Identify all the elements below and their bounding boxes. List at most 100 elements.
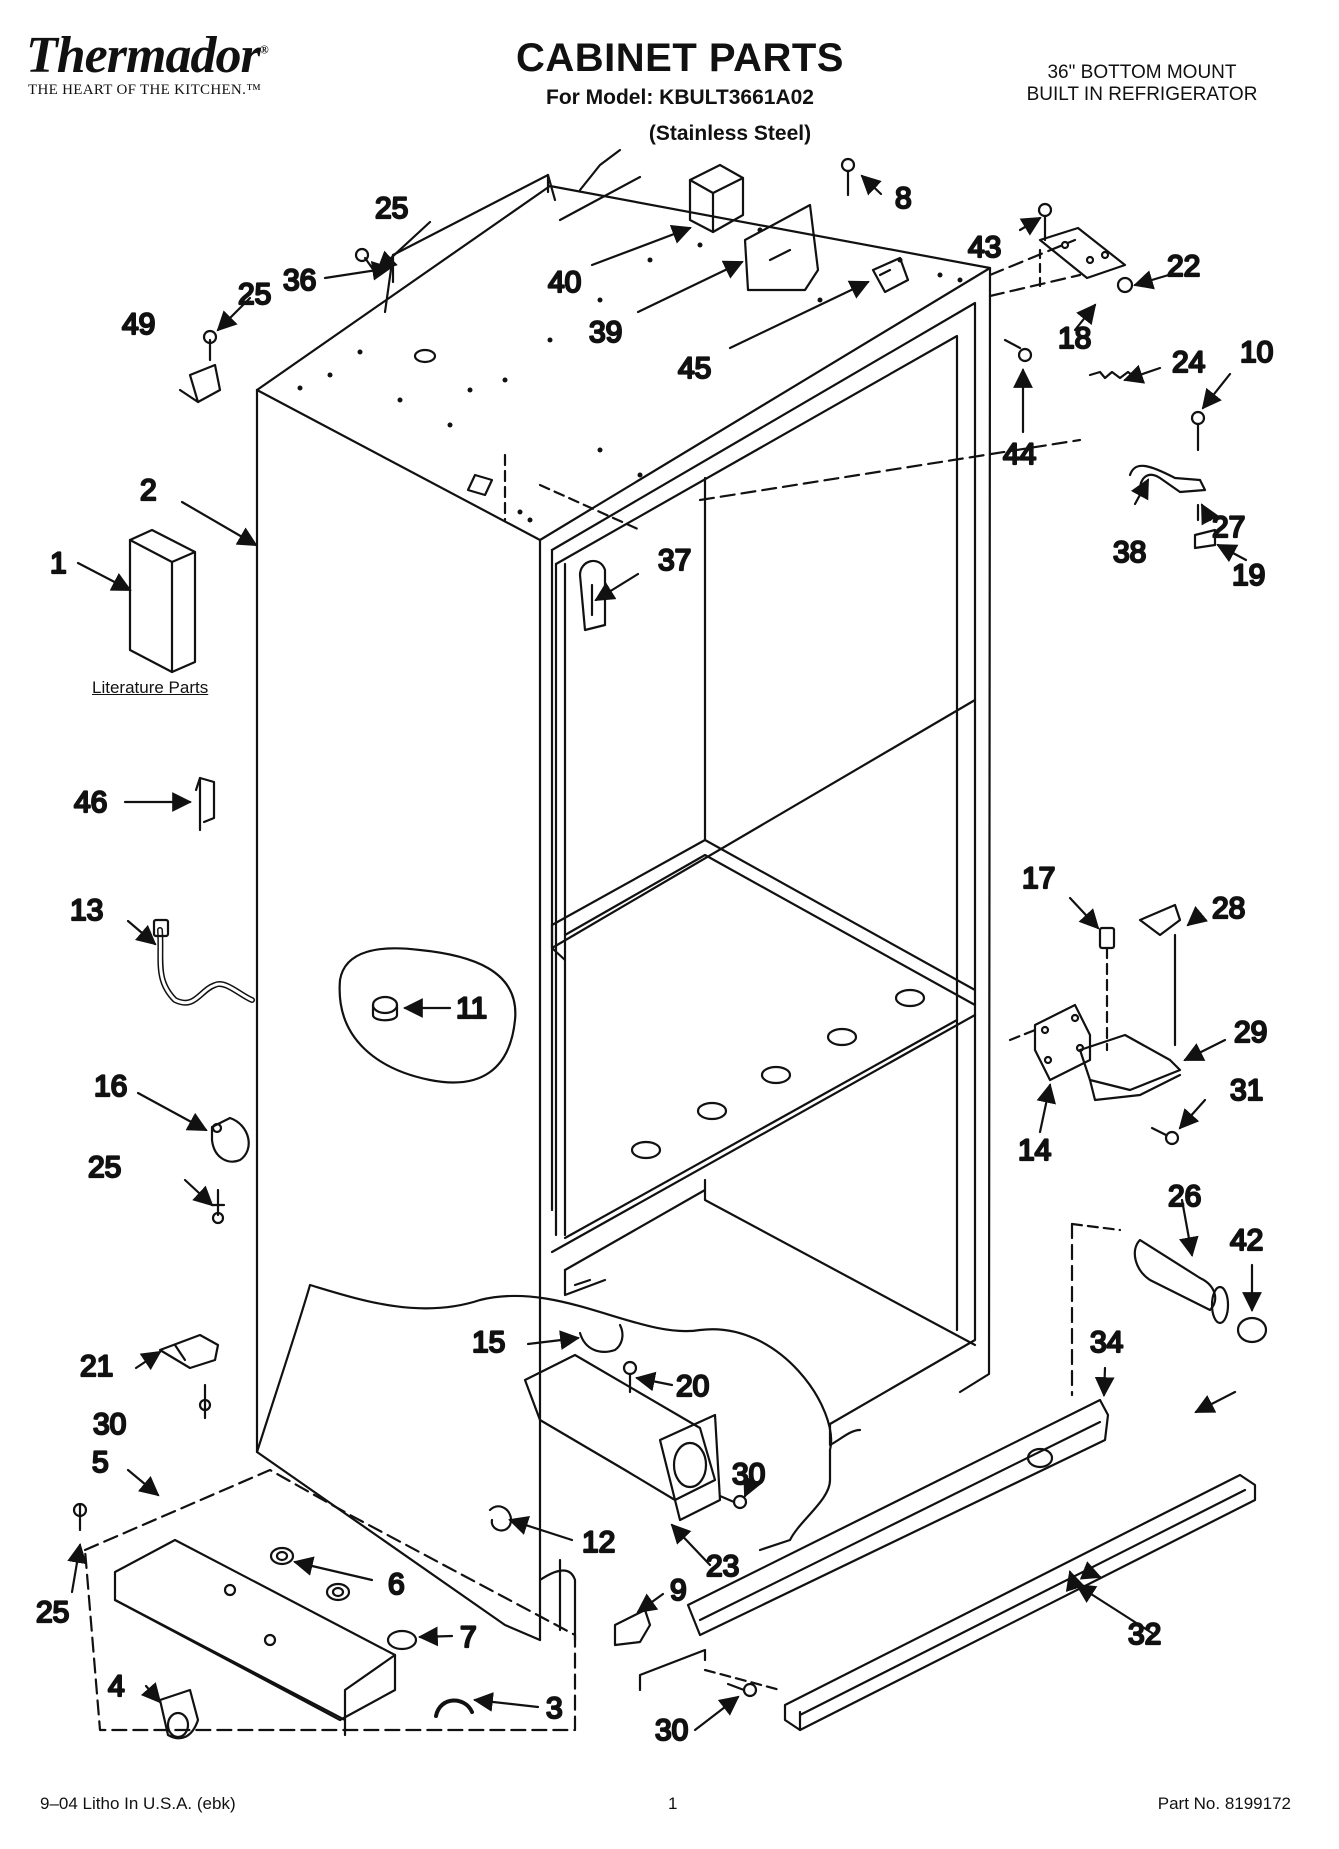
callout-21: 21 <box>80 1350 113 1383</box>
part-4-roller <box>158 1688 200 1740</box>
part-16-clamp <box>210 1116 250 1163</box>
callout-43: 43 <box>968 231 1001 264</box>
callout-30-right: 30 <box>732 1458 765 1491</box>
product-line-2: BUILT IN REFRIGERATOR <box>1026 84 1258 105</box>
part-21-bracket <box>158 1333 220 1370</box>
part-38-bracket <box>1128 464 1207 494</box>
callout-24: 24 <box>1172 346 1205 379</box>
part-25-screws <box>72 247 377 1532</box>
callout-45: 45 <box>678 352 711 385</box>
callout-16: 16 <box>94 1070 127 1103</box>
callout-15: 15 <box>472 1326 505 1359</box>
callout-23: 23 <box>706 1550 739 1583</box>
callout-2: 2 <box>140 474 157 507</box>
callout-12: 12 <box>582 1526 615 1559</box>
callout-25-left: 25 <box>238 278 271 311</box>
part-45-connector <box>871 256 910 294</box>
callout-42: 42 <box>1230 1224 1263 1257</box>
product-description: 36" BOTTOM MOUNT BUILT IN REFRIGERATOR <box>997 62 1287 106</box>
brand-tagline: THE HEART OF THE KITCHEN.™ <box>28 82 262 98</box>
callout-30-left: 30 <box>93 1408 126 1441</box>
callout-39: 39 <box>589 316 622 349</box>
callout-46: 46 <box>74 786 107 819</box>
registered-mark: ® <box>259 42 269 57</box>
part-22-nut <box>1116 276 1134 294</box>
callout-34: 34 <box>1090 1326 1123 1359</box>
part-26-cylinder <box>1133 1238 1230 1325</box>
model-number: For Model: KBULT3661A02 <box>546 86 814 109</box>
callout-14: 14 <box>1018 1134 1051 1167</box>
page-number: 1 <box>668 1794 678 1813</box>
callout-10: 10 <box>1240 336 1273 369</box>
callout-18: 18 <box>1058 322 1091 355</box>
callout-29: 29 <box>1234 1016 1267 1049</box>
part-40-switch-box <box>688 163 745 234</box>
callout-22: 22 <box>1167 250 1200 283</box>
part-30-screws-right <box>718 1494 758 1698</box>
model-variant: (Stainless Steel) <box>648 122 812 145</box>
cabinet-body <box>255 148 1082 1642</box>
brand-name: Thermador <box>26 27 261 84</box>
callout-49: 49 <box>122 308 155 341</box>
part-34-grille <box>638 1398 1110 1692</box>
callout-44: 44 <box>1003 438 1036 471</box>
part-28-bracket <box>1138 903 1182 937</box>
callout-25-bottom: 25 <box>36 1596 69 1629</box>
callout-20: 20 <box>676 1370 709 1403</box>
part-17-pin <box>1098 926 1116 1052</box>
callout-40: 40 <box>548 266 581 299</box>
callout-32: 32 <box>1128 1618 1161 1651</box>
part-3-clip <box>434 1698 474 1718</box>
part-37-latch <box>578 559 607 632</box>
part-44-screw <box>1003 338 1033 363</box>
callout-5: 5 <box>92 1446 109 1479</box>
part-13-tube <box>152 918 255 1006</box>
part-46-clip <box>194 776 216 832</box>
part-30-head-left <box>198 1398 212 1412</box>
foam-cutaway <box>338 947 517 1084</box>
callout-13: 13 <box>70 894 103 927</box>
part-31-screw <box>1150 1126 1180 1146</box>
part-23-duct <box>523 1353 722 1522</box>
callout-7: 7 <box>460 1621 477 1654</box>
callout-36: 36 <box>283 264 316 297</box>
callout-labels: 1 2 3 4 5 6 7 8 9 10 11 12 13 14 15 16 1… <box>35 181 1275 1748</box>
part-32-leader <box>703 1668 782 1692</box>
part-11-plug <box>371 995 399 1022</box>
callout-17: 17 <box>1022 862 1055 895</box>
literature-parts-label: Literature Parts <box>92 678 209 697</box>
part-32-kickplate <box>783 1473 1257 1732</box>
callout-28: 28 <box>1212 892 1245 925</box>
part-14-hinge-plate <box>1033 1003 1092 1082</box>
part-15-clip <box>578 1323 624 1353</box>
part-7-ring <box>386 1629 418 1651</box>
callout-27: 27 <box>1212 511 1245 544</box>
part-20-screw <box>622 1360 638 1394</box>
part-18-hinge-plate <box>1038 226 1127 280</box>
part-26-leader-b <box>1070 1222 1122 1232</box>
callout-37: 37 <box>658 544 691 577</box>
part-1-literature <box>128 528 197 674</box>
part-14-leader <box>1008 1028 1037 1042</box>
callout-11: 11 <box>456 992 487 1025</box>
callout-4: 4 <box>108 1670 125 1703</box>
part-8-screw <box>840 157 856 197</box>
callout-9: 9 <box>670 1574 687 1607</box>
callout-1: 1 <box>50 547 67 580</box>
part-19-washer <box>1193 528 1217 550</box>
callout-3: 3 <box>546 1692 563 1725</box>
callout-25-top: 25 <box>375 192 408 225</box>
part-6-grommets <box>269 1546 351 1602</box>
brand-logo: Thermador® <box>26 27 269 84</box>
part-10-screw <box>1190 410 1206 452</box>
part-42-cap <box>1236 1316 1268 1344</box>
part-29-hinge <box>1078 1033 1182 1102</box>
callout-19: 19 <box>1232 559 1265 592</box>
part-39-mount-plate <box>743 203 820 292</box>
part-number: Part No. 8199172 <box>1157 1794 1291 1813</box>
callout-leaders <box>67 174 1262 1732</box>
part-9-clip <box>613 1608 652 1647</box>
bottom-lip <box>828 1422 862 1447</box>
product-line-1: 36" BOTTOM MOUNT <box>1047 62 1237 83</box>
